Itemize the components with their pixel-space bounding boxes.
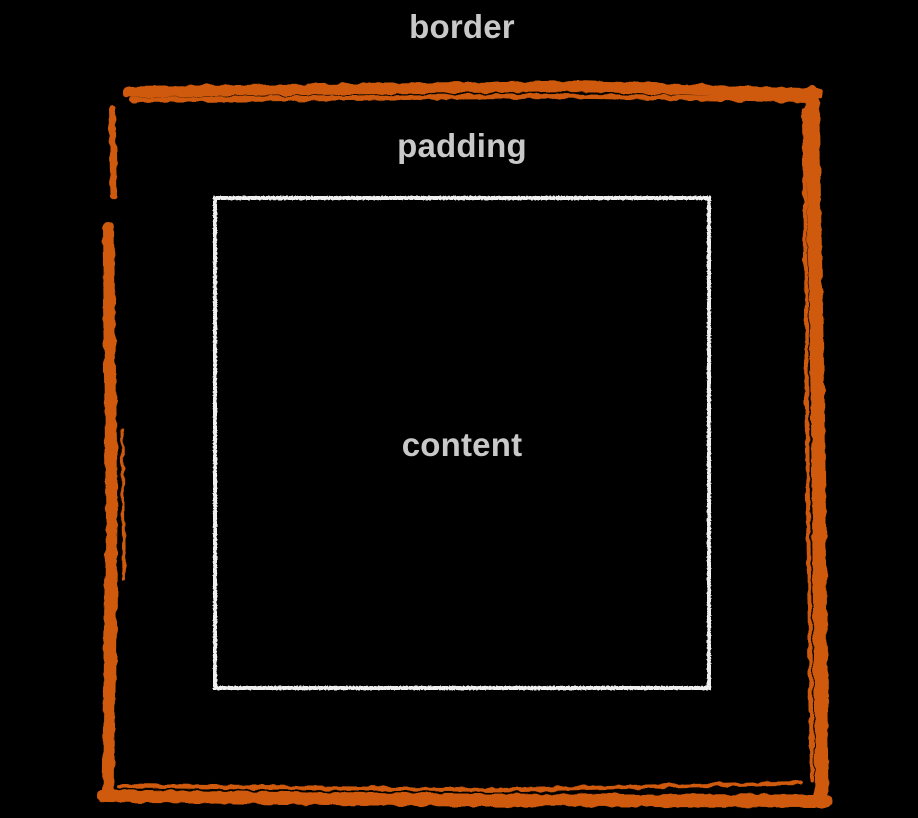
border-bottom-stroke-2 — [118, 781, 802, 793]
border-bottom-stroke — [97, 789, 833, 808]
padding-label: padding — [397, 127, 527, 164]
border-right-stroke — [805, 85, 829, 807]
border-box — [97, 80, 833, 808]
border-right-stroke-2 — [802, 108, 814, 782]
border-top-stroke — [122, 80, 824, 100]
content-box — [213, 196, 711, 690]
border-top-stroke-2 — [129, 93, 815, 103]
border-label: border — [409, 8, 515, 45]
border-left-upper-stroke — [108, 104, 118, 200]
border-left-stroke-2 — [120, 428, 126, 582]
content-label: content — [401, 426, 523, 463]
border-left-stroke — [102, 222, 119, 802]
